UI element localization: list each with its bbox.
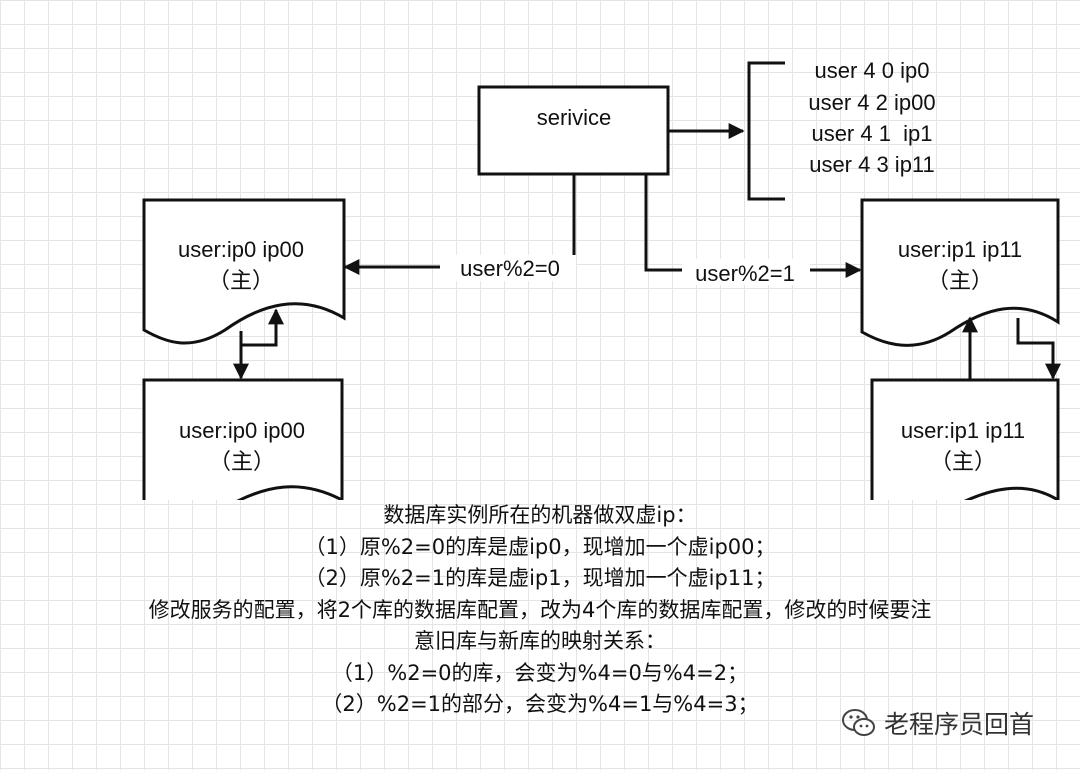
db-left-secondary-role: （主） bbox=[209, 449, 275, 474]
watermark: 老程序员回首 bbox=[842, 705, 1034, 741]
mapping-line-4: user 4 3 ip11 bbox=[809, 152, 935, 177]
note-line-2: （1）原%2=0的库是虚ip0，现增加一个虚ip00； bbox=[304, 534, 776, 559]
db-right-secondary-role: （主） bbox=[930, 449, 996, 474]
mapping-bracket: user 4 0 ip0 user 4 2 ip00 user 4 1 ip1 … bbox=[747, 58, 936, 201]
db-left-secondary-name: user:ip0 ip00 bbox=[179, 418, 305, 443]
db-left-primary: user:ip0 ip00 （主） bbox=[142, 198, 346, 345]
db-right-secondary-name: user:ip1 ip11 bbox=[901, 418, 1025, 443]
watermark-text: 老程序员回首 bbox=[884, 710, 1035, 739]
mapping-line-3: user 4 1 ip1 bbox=[811, 121, 932, 146]
note-line-7: （2）%2=1的部分，会变为%4=1与%4=3； bbox=[321, 692, 759, 716]
edge-right: user%2=1 bbox=[644, 174, 862, 286]
mapping-line-2: user 4 2 ip00 bbox=[808, 90, 935, 115]
service-label: serivice bbox=[537, 105, 612, 130]
note-line-1: 数据库实例所在的机器做双虚ip： bbox=[383, 503, 697, 527]
note-line-5: 意旧库与新库的映射关系： bbox=[414, 629, 666, 653]
left-sync-arrows bbox=[233, 308, 284, 380]
edge-left-label: user%2=0 bbox=[460, 256, 560, 281]
note-line-6: （1）%2=0的库，会变为%4=0与%4=2； bbox=[331, 660, 749, 685]
right-sync-arrows bbox=[962, 316, 1061, 380]
db-right-secondary: user:ip1 ip11 （主） bbox=[870, 378, 1060, 500]
db-right-primary: user:ip1 ip11 （主） bbox=[860, 198, 1060, 347]
db-left-primary-role: （主） bbox=[208, 268, 274, 293]
mapping-line-1: user 4 0 ip0 bbox=[815, 58, 930, 83]
db-right-primary-name: user:ip1 ip11 bbox=[898, 237, 1022, 262]
wechat-icon bbox=[842, 709, 875, 736]
edge-left: user%2=0 bbox=[343, 174, 576, 281]
notes-block: 数据库实例所在的机器做双虚ip： （1）原%2=0的库是虚ip0，现增加一个虚i… bbox=[0, 500, 1080, 721]
note-line-3: （2）原%2=1的库是虚ip1，现增加一个虚ip11； bbox=[304, 566, 776, 590]
note-line-4: 修改服务的配置，将2个库的数据库配置，改为4个库的数据库配置，修改的时候要注 bbox=[148, 597, 932, 622]
edge-right-label: user%2=1 bbox=[695, 261, 795, 286]
architecture-diagram: serivice user 4 0 ip0 user 4 2 ip00 user… bbox=[142, 58, 1061, 500]
db-right-primary-role: （主） bbox=[927, 268, 993, 293]
service-node: serivice bbox=[477, 85, 670, 176]
db-left-primary-name: user:ip0 ip00 bbox=[178, 237, 304, 262]
db-left-secondary: user:ip0 ip00 （主） bbox=[142, 378, 344, 500]
